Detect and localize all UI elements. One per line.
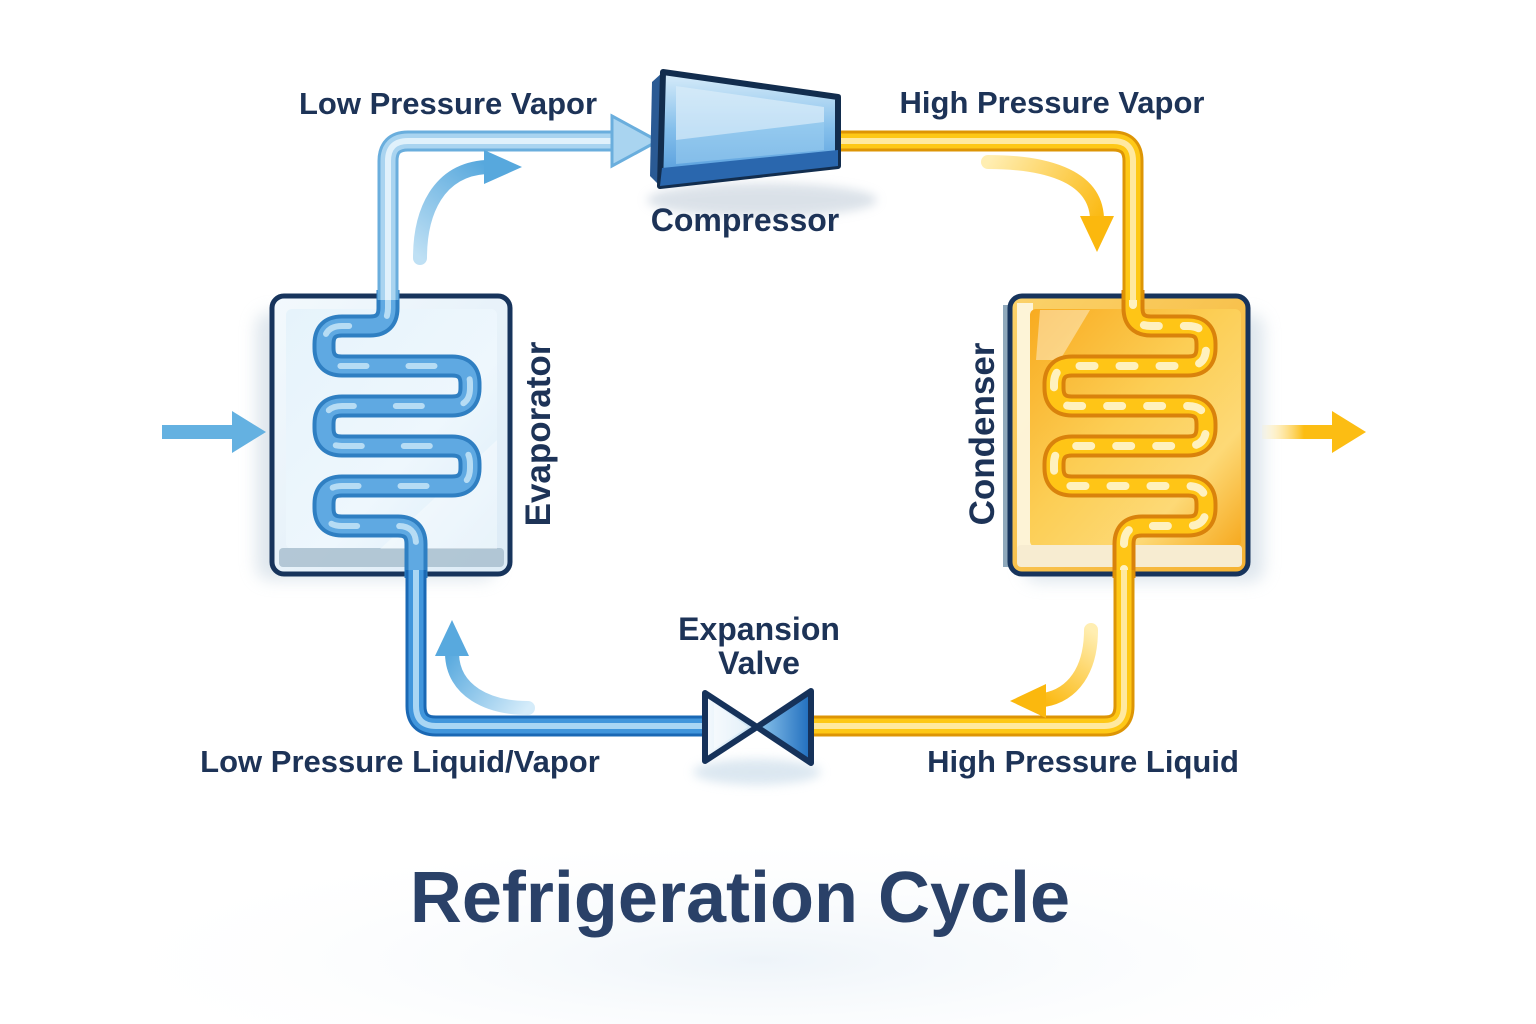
label-evaporator-group: Evaporator bbox=[519, 341, 558, 526]
pipe-lpv-core bbox=[385, 138, 614, 300]
label-high-pressure-vapor: High Pressure Vapor bbox=[900, 85, 1205, 120]
condenser-coil-body bbox=[1046, 290, 1214, 578]
flow-arrow-toward-valve-icon bbox=[1037, 623, 1098, 707]
pipe-hpl-body bbox=[811, 570, 1132, 734]
pipe-hpv-core bbox=[838, 138, 1136, 300]
expansion-valve-shadow bbox=[693, 759, 821, 785]
diagram-title: Refrigeration Cycle bbox=[410, 858, 1070, 938]
pipe-hpl-core bbox=[811, 570, 1127, 729]
label-low-pressure-vapor: Low Pressure Vapor bbox=[299, 86, 597, 121]
background-wash bbox=[60, 830, 1460, 1024]
condenser-left-strip bbox=[1017, 303, 1033, 549]
pipe-high-pressure-vapor bbox=[838, 130, 1144, 300]
expansion-valve-group bbox=[702, 688, 814, 766]
expansion-valve-inner-sheen bbox=[714, 703, 748, 749]
label-expansion-valve-line1: Expansion bbox=[678, 611, 840, 647]
expansion-valve-right-triangle bbox=[754, 688, 814, 766]
flow-arrow-toward-valve-head-icon bbox=[1010, 684, 1046, 718]
condenser-coil bbox=[1042, 286, 1218, 582]
evaporator-coil bbox=[312, 287, 482, 581]
flow-arrow-into-compressor-head-icon bbox=[484, 150, 522, 184]
flow-arrow-into-condenser-head-icon bbox=[1080, 216, 1114, 252]
expansion-valve-left-triangle bbox=[702, 690, 760, 764]
heat-transfer-arrows bbox=[162, 411, 1366, 453]
pipe-low-pressure-vapor bbox=[377, 113, 662, 300]
label-evaporator: Evaporator bbox=[519, 341, 558, 526]
label-condenser-group: Condenser bbox=[963, 342, 1002, 525]
flow-arrow-into-evaporator-head-icon bbox=[435, 620, 469, 656]
flow-arrow-into-evaporator-icon bbox=[445, 647, 535, 715]
heat-out-arrow-shaft-icon bbox=[1262, 425, 1334, 439]
condenser-sheen bbox=[1036, 310, 1090, 360]
compressor-sheen bbox=[676, 86, 824, 140]
compressor-group bbox=[650, 69, 841, 189]
pipe-lplv-core bbox=[413, 570, 705, 729]
compressor-screen bbox=[676, 86, 824, 164]
label-compressor: Compressor bbox=[651, 202, 840, 238]
compressor-bottom-band bbox=[660, 150, 838, 186]
heat-in-arrow-shaft-icon bbox=[162, 425, 234, 439]
label-expansion-valve-line2: Valve bbox=[718, 645, 800, 681]
flow-arrow-into-compressor-icon bbox=[413, 160, 493, 265]
label-low-pressure-liquid-vapor: Low Pressure Liquid/Vapor bbox=[200, 744, 600, 779]
flow-arrow-into-condenser-icon bbox=[981, 155, 1104, 225]
evaporator-bottom-band bbox=[279, 548, 504, 567]
heat-in-arrow-head-icon bbox=[232, 411, 266, 453]
pipe-hpl-outer bbox=[811, 570, 1135, 737]
pipe-low-pressure-liquid-vapor bbox=[405, 570, 705, 737]
pipe-lpv-arrowhead-icon bbox=[610, 113, 662, 169]
evaporator-coil-body bbox=[316, 290, 478, 578]
flow-direction-arrows bbox=[413, 150, 1114, 718]
heat-out-arrow-head-icon bbox=[1332, 411, 1366, 453]
label-high-pressure-liquid: High Pressure Liquid bbox=[927, 744, 1239, 779]
pipe-high-pressure-liquid bbox=[811, 570, 1135, 737]
label-condenser: Condenser bbox=[963, 342, 1002, 525]
compressor-shadow bbox=[647, 183, 877, 217]
